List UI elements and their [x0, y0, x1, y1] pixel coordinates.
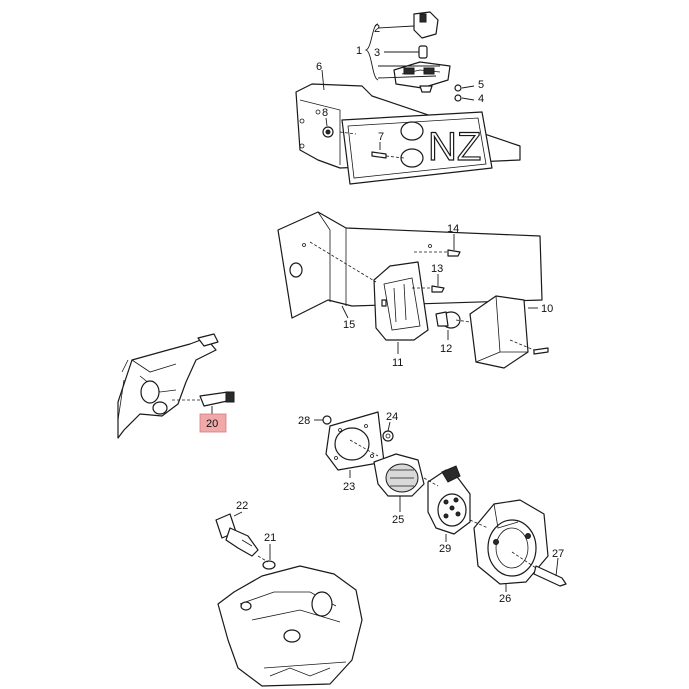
pedal-bracket [117, 337, 217, 439]
callout-25: 25 [392, 514, 404, 526]
callout-20: 20 [206, 418, 218, 430]
callout-2: 2 [374, 23, 380, 35]
license-plate-group: NZ [295, 11, 521, 185]
callout-11: 11 [392, 357, 403, 369]
plate-lettering: NZ [428, 125, 481, 169]
license-plate [341, 111, 493, 185]
washer [454, 94, 462, 102]
bulb [418, 45, 428, 59]
callout-22: 22 [236, 500, 248, 512]
sender-group [215, 511, 363, 687]
callout-7: 7 [378, 131, 384, 143]
callout-3: 3 [374, 47, 380, 59]
callout-15: 15 [343, 319, 355, 331]
callout-labels: 1 2 3 4 5 6 7 8 10 11 12 13 14 15 20 21 … [206, 23, 564, 605]
screw-upper [447, 249, 461, 257]
callout-12: 12 [440, 343, 452, 355]
callout-23: 23 [343, 481, 355, 493]
callout-5: 5 [478, 79, 484, 91]
bolt [322, 415, 332, 425]
socket-bolt [533, 565, 567, 587]
callout-1: 1 [356, 45, 362, 57]
callout-13: 13 [431, 263, 443, 275]
sender [225, 527, 259, 557]
tail-light-group [277, 211, 549, 369]
callout-28: 28 [298, 415, 310, 427]
callout-29: 29 [439, 543, 451, 555]
highlighted-callout-box [199, 413, 227, 433]
callout-6: 6 [316, 61, 322, 73]
seal-ring [262, 560, 276, 570]
nut [382, 430, 394, 442]
tail-light-lens [469, 295, 529, 369]
brake-switch-group [117, 333, 235, 439]
callout-14: 14 [447, 223, 459, 235]
callout-21: 21 [264, 532, 276, 544]
callout-10: 10 [541, 303, 553, 315]
callout-4: 4 [478, 93, 484, 105]
screw [454, 84, 462, 92]
callout-8: 8 [322, 107, 328, 119]
callout-24: 24 [386, 411, 398, 423]
callout-26: 26 [499, 593, 511, 605]
screw-lower [431, 285, 445, 293]
trailer-socket-group [314, 411, 567, 592]
callout-27: 27 [552, 548, 564, 560]
tail-light-housing [373, 261, 429, 341]
plate-screw [371, 151, 387, 159]
